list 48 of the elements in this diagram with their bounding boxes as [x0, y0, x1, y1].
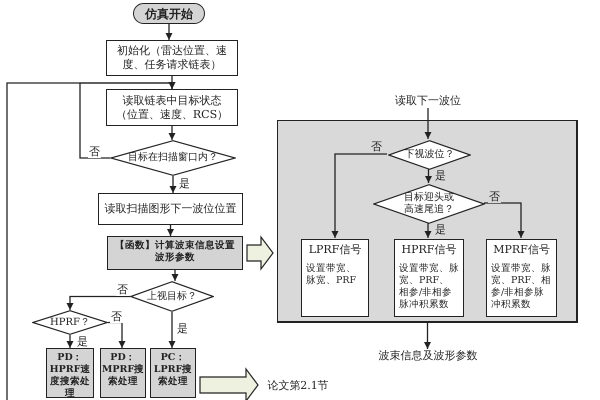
flow-text: 读取下一波位	[390, 94, 466, 108]
arrow	[166, 24, 172, 40]
process-box: LPRF信号 设置带宽、脉宽、PRF	[301, 239, 369, 317]
arrow	[168, 126, 176, 140]
arrow	[66, 335, 74, 348]
decision-diamond: 目标在扫描窗口内？	[110, 140, 236, 176]
arrow	[66, 296, 130, 310]
process-box: PD：MPRF搜索处理	[100, 348, 146, 398]
process-box: 读取扫描图形下一波位位置	[98, 193, 243, 225]
edge-label: 是	[434, 224, 447, 236]
arrow	[108, 322, 126, 348]
edge-label: 是	[176, 323, 189, 335]
process-box: HPRF信号 设置带宽、脉宽、PRF、相参/非相参脉冲积累数	[394, 239, 464, 317]
process-box: PD：HPRF速度搜索处理	[46, 348, 94, 398]
edge-label: 否	[110, 311, 123, 323]
start-terminal: 仿真开始	[133, 3, 205, 24]
decision-diamond: 上视目标？	[130, 281, 214, 312]
edge-label: 否	[488, 191, 501, 203]
process-box: 初始化（雷达位置、速度、任务请求链表）	[106, 40, 238, 76]
arrow	[167, 225, 174, 236]
arrow	[425, 169, 432, 183]
edge-label: 否	[116, 284, 129, 296]
process-box: 读取链表中目标状态（位置、速度、RCS）	[106, 89, 238, 126]
decision-diamond: 目标迎头或高速尾追？	[373, 184, 485, 224]
process-box: 【函数】计算波束信息设置波形参数	[107, 236, 243, 270]
edge-label: 否	[370, 141, 383, 153]
arrow	[168, 312, 176, 348]
edge-label: 是	[178, 178, 191, 190]
process-box: MPRF信号 设置带宽、脉宽、PRF、相参/非相参脉冲积累数	[486, 239, 557, 317]
block-arrow	[246, 235, 274, 271]
edge-label: 否	[88, 146, 101, 158]
decision-diamond: HPRF？	[32, 310, 108, 335]
arrow	[6, 82, 176, 400]
edge-label: 是	[434, 170, 447, 182]
flow-text: 论文第2.1节	[262, 378, 334, 394]
flow-text: 波束信息及波形参数	[372, 349, 484, 363]
arrow	[170, 176, 176, 193]
arrow	[332, 153, 387, 238]
decision-diamond: 下视波位？	[388, 140, 471, 170]
block-arrow	[199, 367, 259, 400]
arrow	[424, 223, 432, 238]
process-box: PC：LPRF搜索处理	[150, 348, 196, 398]
arrow	[424, 323, 431, 349]
edge-label: 是	[76, 336, 89, 348]
arrow	[172, 270, 178, 281]
group-panel	[277, 120, 578, 323]
arrow	[424, 108, 432, 139]
arrow	[484, 202, 524, 238]
